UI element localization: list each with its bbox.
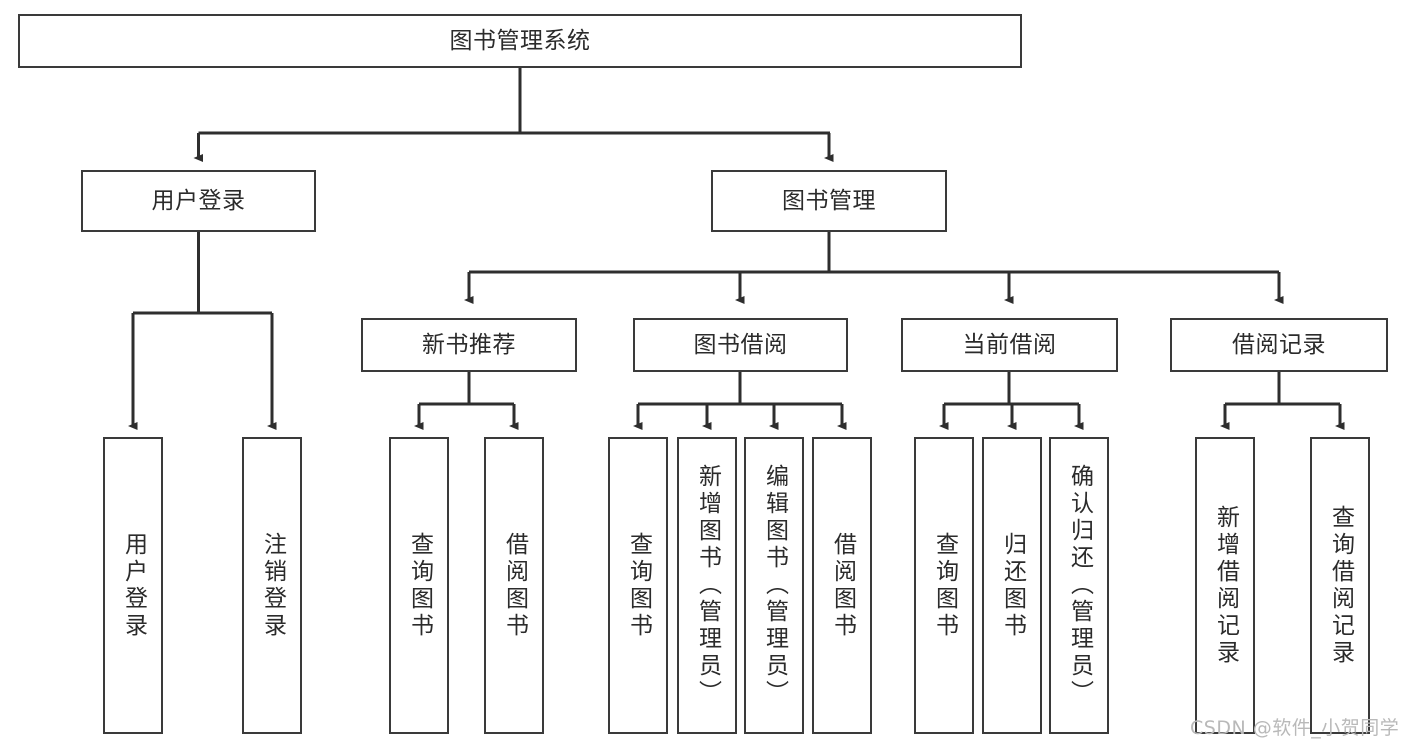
leaf-current-confirm-return-admin[interactable]: 确认归还（管理员） — [1049, 437, 1109, 734]
node-label: 查询图书 — [931, 531, 958, 640]
node-current-borrowing[interactable]: 当前借阅 — [901, 318, 1118, 372]
leaf-current-query-book[interactable]: 查询图书 — [914, 437, 974, 734]
leaf-borrow-edit-book-admin[interactable]: 编辑图书（管理员） — [744, 437, 804, 734]
node-label: 查询借阅记录 — [1327, 504, 1354, 667]
leaf-logout-login[interactable]: 注销登录 — [242, 437, 302, 734]
node-label: 新增图书（管理员） — [694, 464, 721, 707]
leaf-borrow-query-book[interactable]: 查询图书 — [608, 437, 668, 734]
connector-root-to-level2 — [193, 68, 834, 163]
leaf-borrow-borrow-book[interactable]: 借阅图书 — [812, 437, 872, 734]
node-book-borrowing[interactable]: 图书借阅 — [633, 318, 848, 372]
node-label: 编辑图书（管理员） — [761, 464, 788, 707]
node-label: 当前借阅 — [962, 331, 1057, 358]
node-label: 查询图书 — [406, 531, 433, 640]
node-label: 图书管理系统 — [449, 27, 591, 54]
node-label: 图书管理 — [782, 187, 876, 214]
connector-currentborrow-to-leaves — [939, 372, 1084, 431]
leaf-record-add-borrow-record[interactable]: 新增借阅记录 — [1195, 437, 1255, 734]
node-label: 归还图书 — [999, 531, 1026, 640]
node-label: 用户登录 — [120, 531, 147, 640]
node-label: 图书借阅 — [693, 331, 788, 358]
node-user-login[interactable]: 用户登录 — [81, 170, 316, 232]
leaf-user-login[interactable]: 用户登录 — [103, 437, 163, 734]
leaf-record-query-borrow-record[interactable]: 查询借阅记录 — [1310, 437, 1370, 734]
node-label: 查询图书 — [625, 531, 652, 640]
node-borrowing-record[interactable]: 借阅记录 — [1170, 318, 1388, 372]
node-label: 借阅图书 — [501, 531, 528, 640]
leaf-current-return-book[interactable]: 归还图书 — [982, 437, 1042, 734]
leaf-newbook-query-book[interactable]: 查询图书 — [389, 437, 449, 734]
node-label: 注销登录 — [259, 531, 286, 640]
node-label: 借阅记录 — [1232, 331, 1326, 358]
node-label: 确认归还（管理员） — [1066, 464, 1093, 707]
node-root-book-management-system[interactable]: 图书管理系统 — [18, 14, 1022, 68]
node-label: 新增借阅记录 — [1212, 504, 1239, 667]
leaf-newbook-borrow-book[interactable]: 借阅图书 — [484, 437, 544, 734]
node-label: 借阅图书 — [829, 531, 856, 640]
node-label: 新书推荐 — [422, 331, 516, 358]
connector-userlogin-to-leaves — [128, 232, 277, 431]
node-label: 用户登录 — [151, 187, 246, 214]
connector-newbook-to-leaves — [414, 372, 519, 431]
node-book-management[interactable]: 图书管理 — [711, 170, 947, 232]
connector-bookborrow-to-leaves — [633, 372, 847, 431]
leaf-borrow-add-book-admin[interactable]: 新增图书（管理员） — [677, 437, 737, 734]
connector-borrowrecord-to-leaves — [1220, 372, 1345, 431]
node-new-book-recommendation[interactable]: 新书推荐 — [361, 318, 577, 372]
connector-bookmgmt-to-level3 — [464, 232, 1284, 305]
